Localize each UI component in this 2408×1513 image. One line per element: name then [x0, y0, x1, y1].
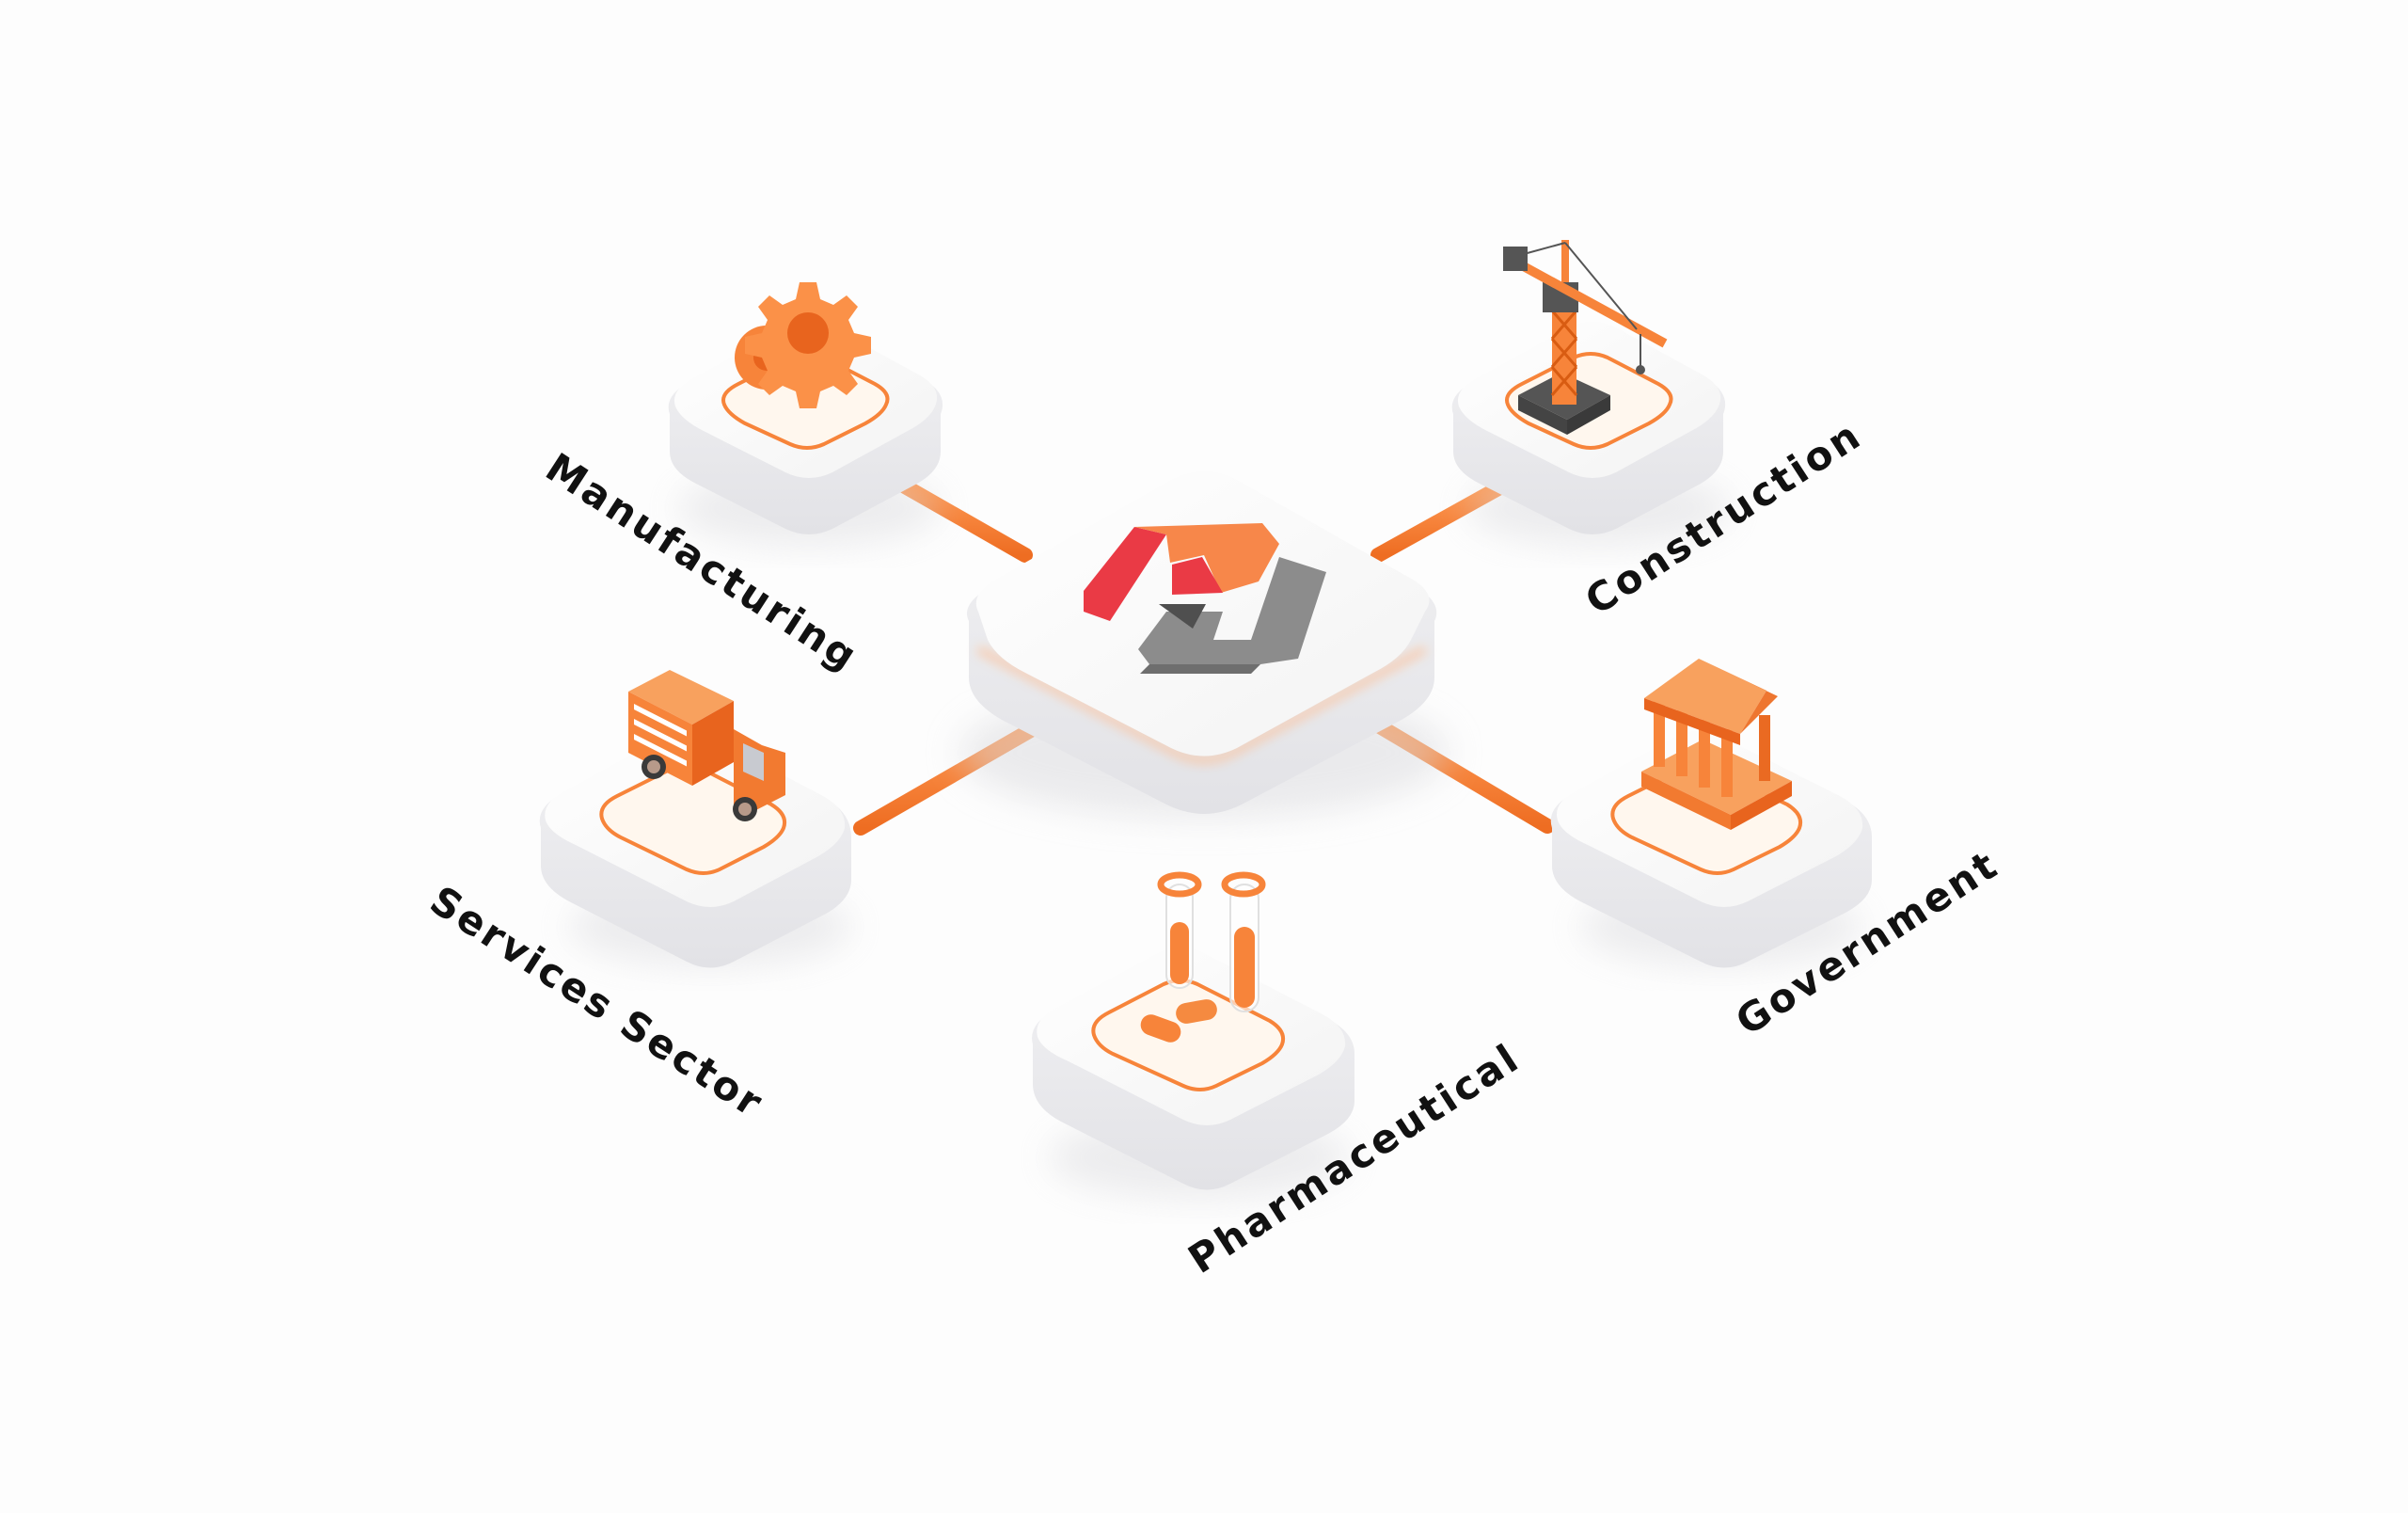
node-government[interactable]	[1550, 659, 1872, 968]
gear-icon	[735, 282, 871, 408]
government-building-icon	[1641, 659, 1792, 830]
node-construction[interactable]	[1451, 240, 1731, 546]
node-manufacturing[interactable]	[668, 282, 943, 546]
company-logo-icon	[1084, 523, 1326, 674]
central-logo-hub	[959, 471, 1449, 819]
crane-icon	[1503, 240, 1668, 435]
test-tubes-pills-icon	[1140, 871, 1266, 1043]
node-pharmaceutical[interactable]	[1032, 871, 1354, 1199]
node-services-sector[interactable]	[539, 670, 851, 968]
delivery-truck-icon	[628, 670, 785, 821]
